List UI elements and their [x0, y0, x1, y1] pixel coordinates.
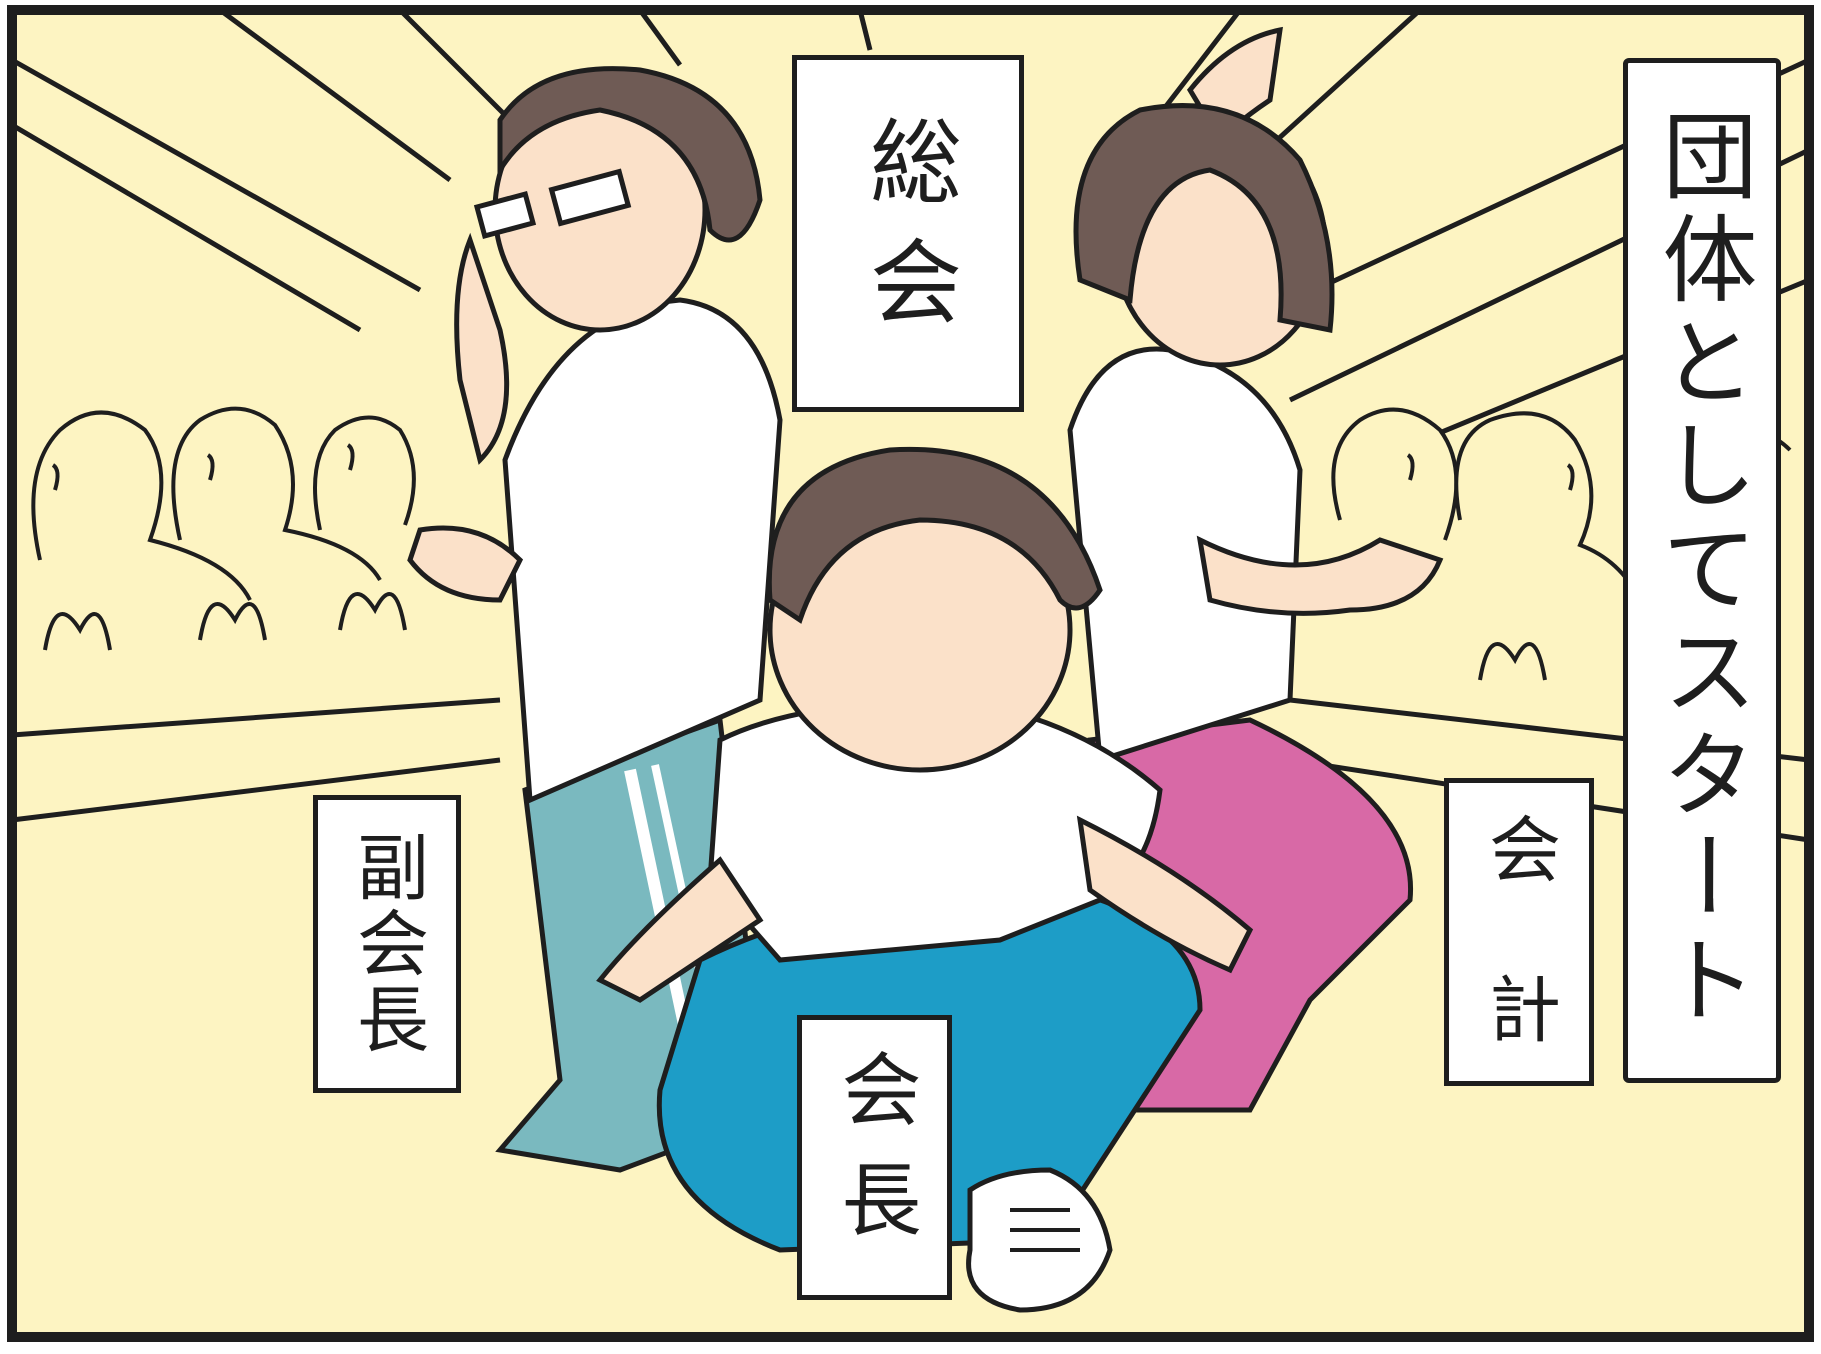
sign-president-text: 会長	[828, 1047, 922, 1268]
sign-treasurer: 会 計	[1444, 778, 1594, 1086]
hair-right	[1073, 103, 1335, 333]
audience-silhouette-icon	[1331, 407, 1792, 681]
sign-vice-president: 副会長	[313, 795, 461, 1093]
sign-general-meeting-text: 総会	[854, 113, 962, 354]
headline-text: 団体としてスタート	[1646, 107, 1757, 1034]
sign-vice-president-text: 副会長	[344, 830, 429, 1058]
shirt-left	[502, 297, 783, 804]
sign-headline: 団体としてスタート	[1623, 58, 1781, 1083]
panel-border	[7, 5, 1814, 1342]
sign-general-meeting: 総会	[792, 55, 1024, 412]
arm-left	[407, 525, 524, 603]
sign-president: 会長	[797, 1015, 952, 1300]
hair-center	[766, 446, 1103, 624]
audience-silhouette-icon	[31, 406, 416, 651]
hair-left	[497, 66, 763, 243]
figure-vice-president	[407, 66, 783, 1173]
shirt-right	[1067, 346, 1303, 764]
glasses-icon	[473, 168, 632, 240]
sneaker-icon	[966, 1167, 1113, 1313]
sign-treasurer-text: 会 計	[1476, 812, 1561, 1052]
